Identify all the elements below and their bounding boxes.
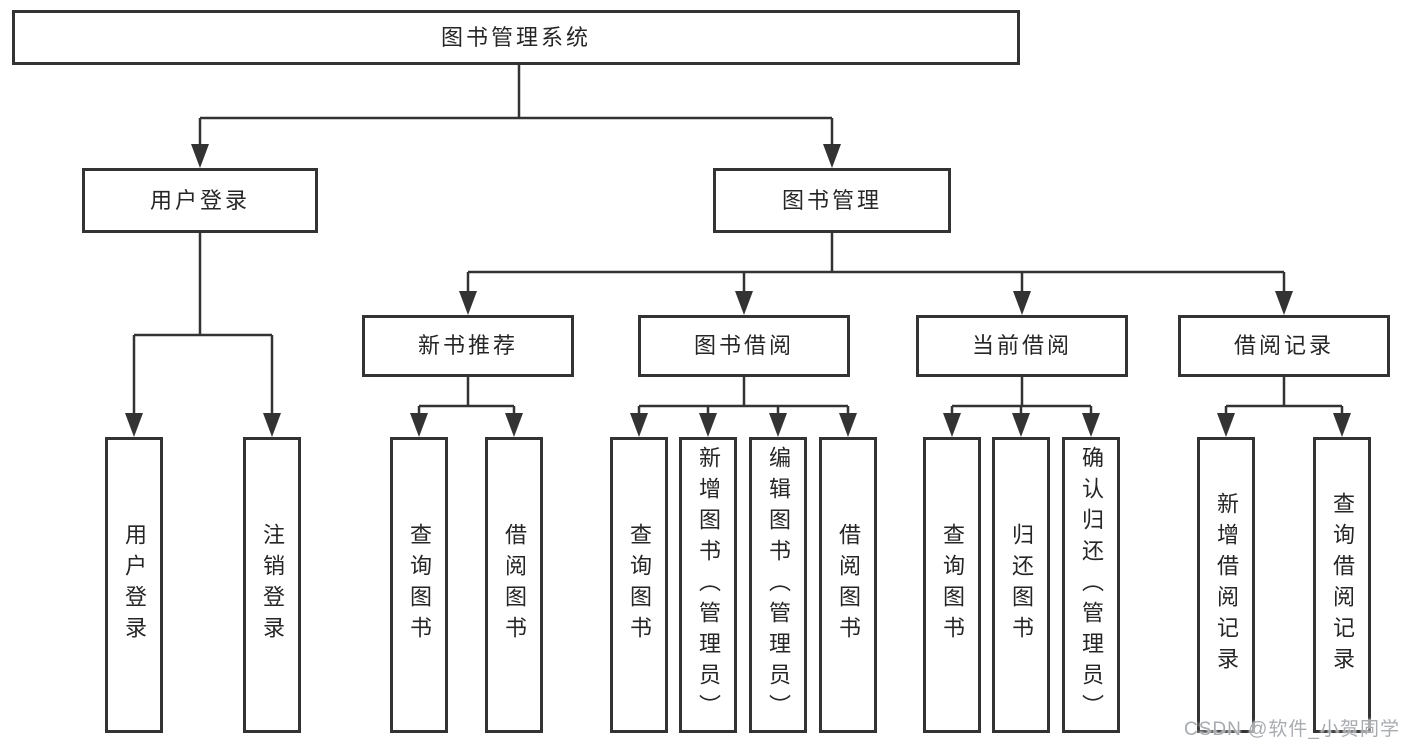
leaf-record-add-borrow-record-label: 新增借阅记录 [1214,492,1239,678]
branch-new-book-recommend: 新书推荐 [362,315,574,377]
branch-current-borrow-label: 当前借阅 [971,333,1072,358]
leaf-logout-login-label: 注销登录 [260,523,285,647]
leaf-user-login-label: 用户登录 [122,523,147,647]
leaf-current-return-book-label: 归还图书 [1009,523,1034,647]
leaf-borrow-borrow-book-label: 借阅图书 [836,523,861,647]
leaf-borrow-add-book-admin-label: 新增图书（管理员） [696,445,721,725]
leaf-record-add-borrow-record: 新增借阅记录 [1197,437,1255,733]
node-root-label: 图书管理系统 [440,24,591,50]
arrowheads [125,144,1351,437]
branch-user-login: 用户登录 [82,168,318,233]
leaf-recommend-borrow-book: 借阅图书 [485,437,543,733]
node-root: 图书管理系统 [12,10,1020,65]
leaf-recommend-borrow-book-label: 借阅图书 [502,523,527,647]
branch-borrow-record: 借阅记录 [1178,315,1390,377]
leaf-recommend-query-book-label: 查询图书 [407,523,432,647]
branch-book-management: 图书管理 [713,168,951,233]
branch-book-management-label: 图书管理 [781,187,882,213]
leaf-borrow-add-book-admin: 新增图书（管理员） [679,437,737,733]
leaf-user-login: 用户登录 [105,437,163,733]
branch-user-login-label: 用户登录 [149,187,250,213]
watermark: CSDN @软件_小贺同学 [1184,719,1400,740]
leaf-current-query-book: 查询图书 [923,437,981,733]
leaf-borrow-query-book-label: 查询图书 [627,523,652,647]
branch-book-borrow: 图书借阅 [638,315,850,377]
leaf-current-query-book-label: 查询图书 [940,523,965,647]
leaf-record-query-borrow-record-label: 查询借阅记录 [1330,492,1355,678]
leaf-borrow-edit-book-admin: 编辑图书（管理员） [749,437,807,733]
branch-book-borrow-label: 图书借阅 [693,333,794,358]
branch-current-borrow: 当前借阅 [916,315,1128,377]
leaf-recommend-query-book: 查询图书 [390,437,448,733]
branch-borrow-record-label: 借阅记录 [1233,333,1334,358]
leaf-borrow-borrow-book: 借阅图书 [819,437,877,733]
leaf-current-confirm-return-admin-label: 确认归还（管理员） [1079,445,1104,725]
branch-new-book-recommend-label: 新书推荐 [417,333,518,358]
leaf-borrow-query-book: 查询图书 [610,437,668,733]
leaf-logout-login: 注销登录 [243,437,301,733]
leaf-current-return-book: 归还图书 [992,437,1050,733]
leaf-borrow-edit-book-admin-label: 编辑图书（管理员） [766,445,791,725]
leaf-record-query-borrow-record: 查询借阅记录 [1313,437,1371,733]
leaf-current-confirm-return-admin: 确认归还（管理员） [1062,437,1120,733]
